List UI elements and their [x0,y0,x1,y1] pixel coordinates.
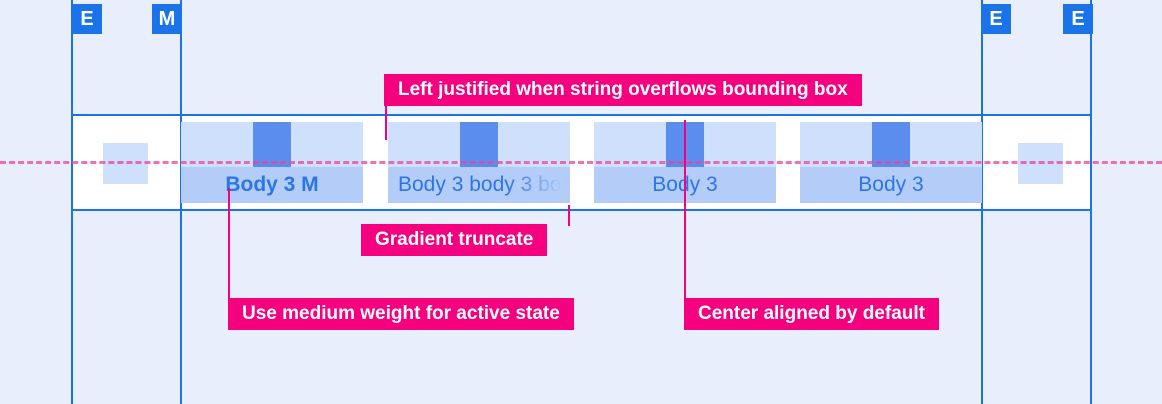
tab-icon-placeholder-area [388,122,570,167]
tab-label-band: Body 3 [800,167,982,203]
guide-line-4 [1090,0,1092,404]
leader-overflow-note [385,106,387,140]
guide-line-1 [71,0,73,404]
tab-cell-active[interactable]: Body 3 M [181,122,363,203]
annotation-medium-weight: Use medium weight for active state [228,298,574,330]
spacing-marker-e-right-1: E [981,4,1011,34]
tab-label-text: Body 3 M [225,173,319,196]
leader-center-aligned-note [684,120,686,298]
tab-icon-placeholder-area [181,122,363,167]
spacing-marker-e-left: E [72,4,102,34]
leader-gradient-note [568,205,570,226]
tab-icon-glyph [460,122,498,167]
leader-medium-weight-note [228,188,230,298]
spacing-marker-m: M [152,4,182,34]
tab-icon-glyph [253,122,291,167]
tab-icon-glyph [872,122,910,167]
tab-label-band: Body 3 M [181,167,363,203]
tab-label-band: Body 3 body 3 body 3 [388,167,570,203]
annotation-center-aligned: Center aligned by default [684,298,939,330]
gradient-truncate-mask [508,167,570,203]
tab-icon-placeholder-area [800,122,982,167]
tab-cell-default-2[interactable]: Body 3 [800,122,982,203]
annotation-gradient-truncate: Gradient truncate [361,224,548,256]
annotation-overflow: Left justified when string overflows bou… [384,74,862,106]
guide-line-3 [981,0,983,404]
vertical-center-baseline [0,161,1162,164]
tab-label-text: Body 3 [858,173,924,196]
tab-cell-overflow[interactable]: Body 3 body 3 body 3 [388,122,570,203]
spacing-marker-e-right-2: E [1063,4,1093,34]
